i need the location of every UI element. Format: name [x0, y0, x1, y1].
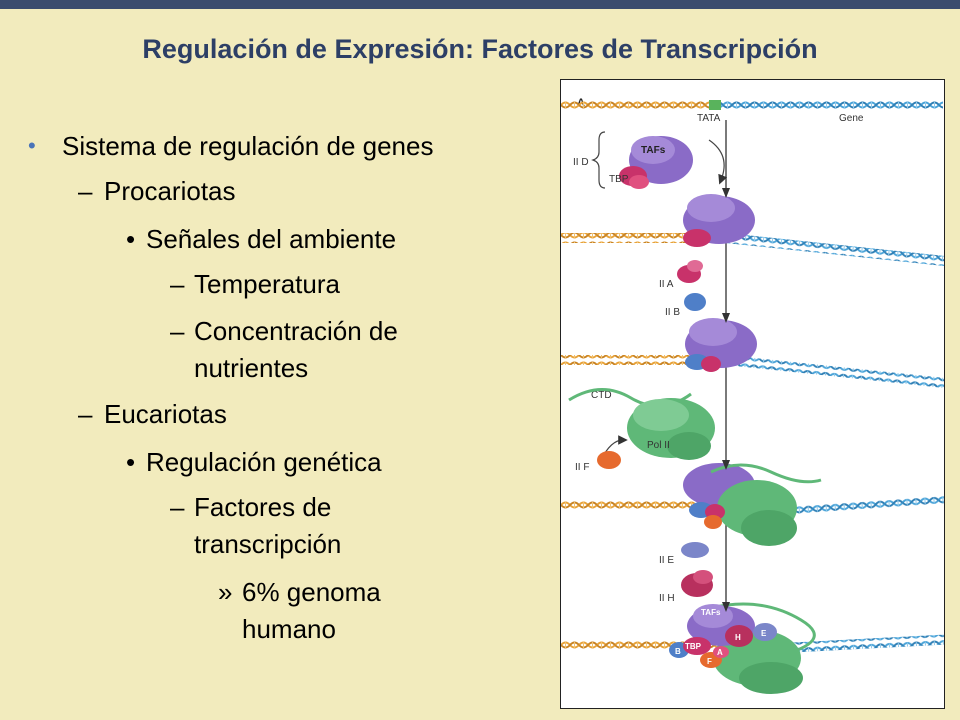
tfiie-factor: [681, 542, 709, 558]
dna-strand-1: [561, 100, 943, 110]
tfiid-bound-2: [685, 318, 757, 372]
dna-strand-2: [561, 233, 944, 266]
final-e-label: E: [761, 629, 767, 638]
bullet-marker: •: [28, 133, 36, 158]
outline-item-concentracion: Concentración de: [194, 316, 398, 346]
outline-item-factores: Factores de: [194, 492, 332, 522]
outline-item-temperatura: Temperatura: [194, 269, 340, 299]
tfiia-factor: [677, 260, 703, 283]
bullet-marker: •: [126, 224, 136, 254]
slide-title: Regulación de Expresión: Factores de Tra…: [142, 34, 818, 64]
pol2-label: Pol II: [647, 440, 670, 451]
final-tbp-label: TBP: [685, 642, 702, 651]
tafs-label: TAFs: [641, 145, 666, 156]
outline-item-concentracion-cont: nutrientes: [194, 353, 309, 383]
iif-label: II F: [575, 462, 589, 473]
final-a-label: A: [717, 648, 723, 657]
bullet-outline: • Sistema de regulación de genes – Proca…: [28, 131, 434, 644]
dna-strand-3: [561, 355, 944, 388]
tfiid-complex: [619, 136, 693, 189]
gene-label: Gene: [839, 113, 864, 124]
outline-item-senales: Señales del ambiente: [146, 224, 397, 254]
dash-marker: –: [78, 399, 93, 429]
dash-marker: –: [78, 176, 93, 206]
dash-marker: –: [170, 316, 185, 346]
pol2-complex: [627, 398, 715, 460]
preinitiation-complex-1: [683, 463, 797, 546]
bullet-marker: •: [126, 447, 136, 477]
outline-item-procariotas: Procariotas: [104, 176, 236, 206]
final-f-label: F: [707, 657, 712, 666]
outline-item-genoma-cont: humano: [242, 614, 336, 644]
final-b-label: B: [675, 647, 681, 656]
dash-marker: –: [170, 269, 185, 299]
tfiih-factor: [681, 570, 713, 597]
top-accent-bar: [0, 0, 960, 9]
iih-label: II H: [659, 593, 675, 604]
outline-item-regulacion: Regulación genética: [146, 447, 382, 477]
ctd-label: CTD: [591, 390, 612, 401]
final-h-label: H: [735, 633, 741, 642]
tata-label: TATA: [697, 113, 721, 124]
chevron-marker: »: [218, 577, 233, 607]
preinitiation-complex-final: [669, 604, 803, 694]
iid-label: II D: [573, 157, 589, 168]
tfiif-factor: [597, 451, 621, 469]
tfiib-factor: [684, 293, 706, 311]
iia-label: II A: [659, 279, 674, 290]
final-tafs-label: TAFs: [701, 608, 721, 617]
outline-item-sistema: Sistema de regulación de genes: [62, 131, 434, 161]
tbp-label: TBP: [609, 174, 629, 185]
dash-marker: –: [170, 492, 185, 522]
transcription-diagram: A TATA Gene II D TAFs TBP: [560, 79, 945, 709]
iie-label: II E: [659, 555, 674, 566]
iib-label: II B: [665, 307, 680, 318]
outline-item-factores-cont: transcripción: [194, 529, 342, 559]
outline-item-genoma: 6% genoma: [242, 577, 381, 607]
transcription-diagram-svg: A TATA Gene II D TAFs TBP: [561, 97, 944, 694]
outline-item-eucariotas: Eucariotas: [104, 399, 227, 429]
tfiid-bound-1: [683, 194, 755, 247]
